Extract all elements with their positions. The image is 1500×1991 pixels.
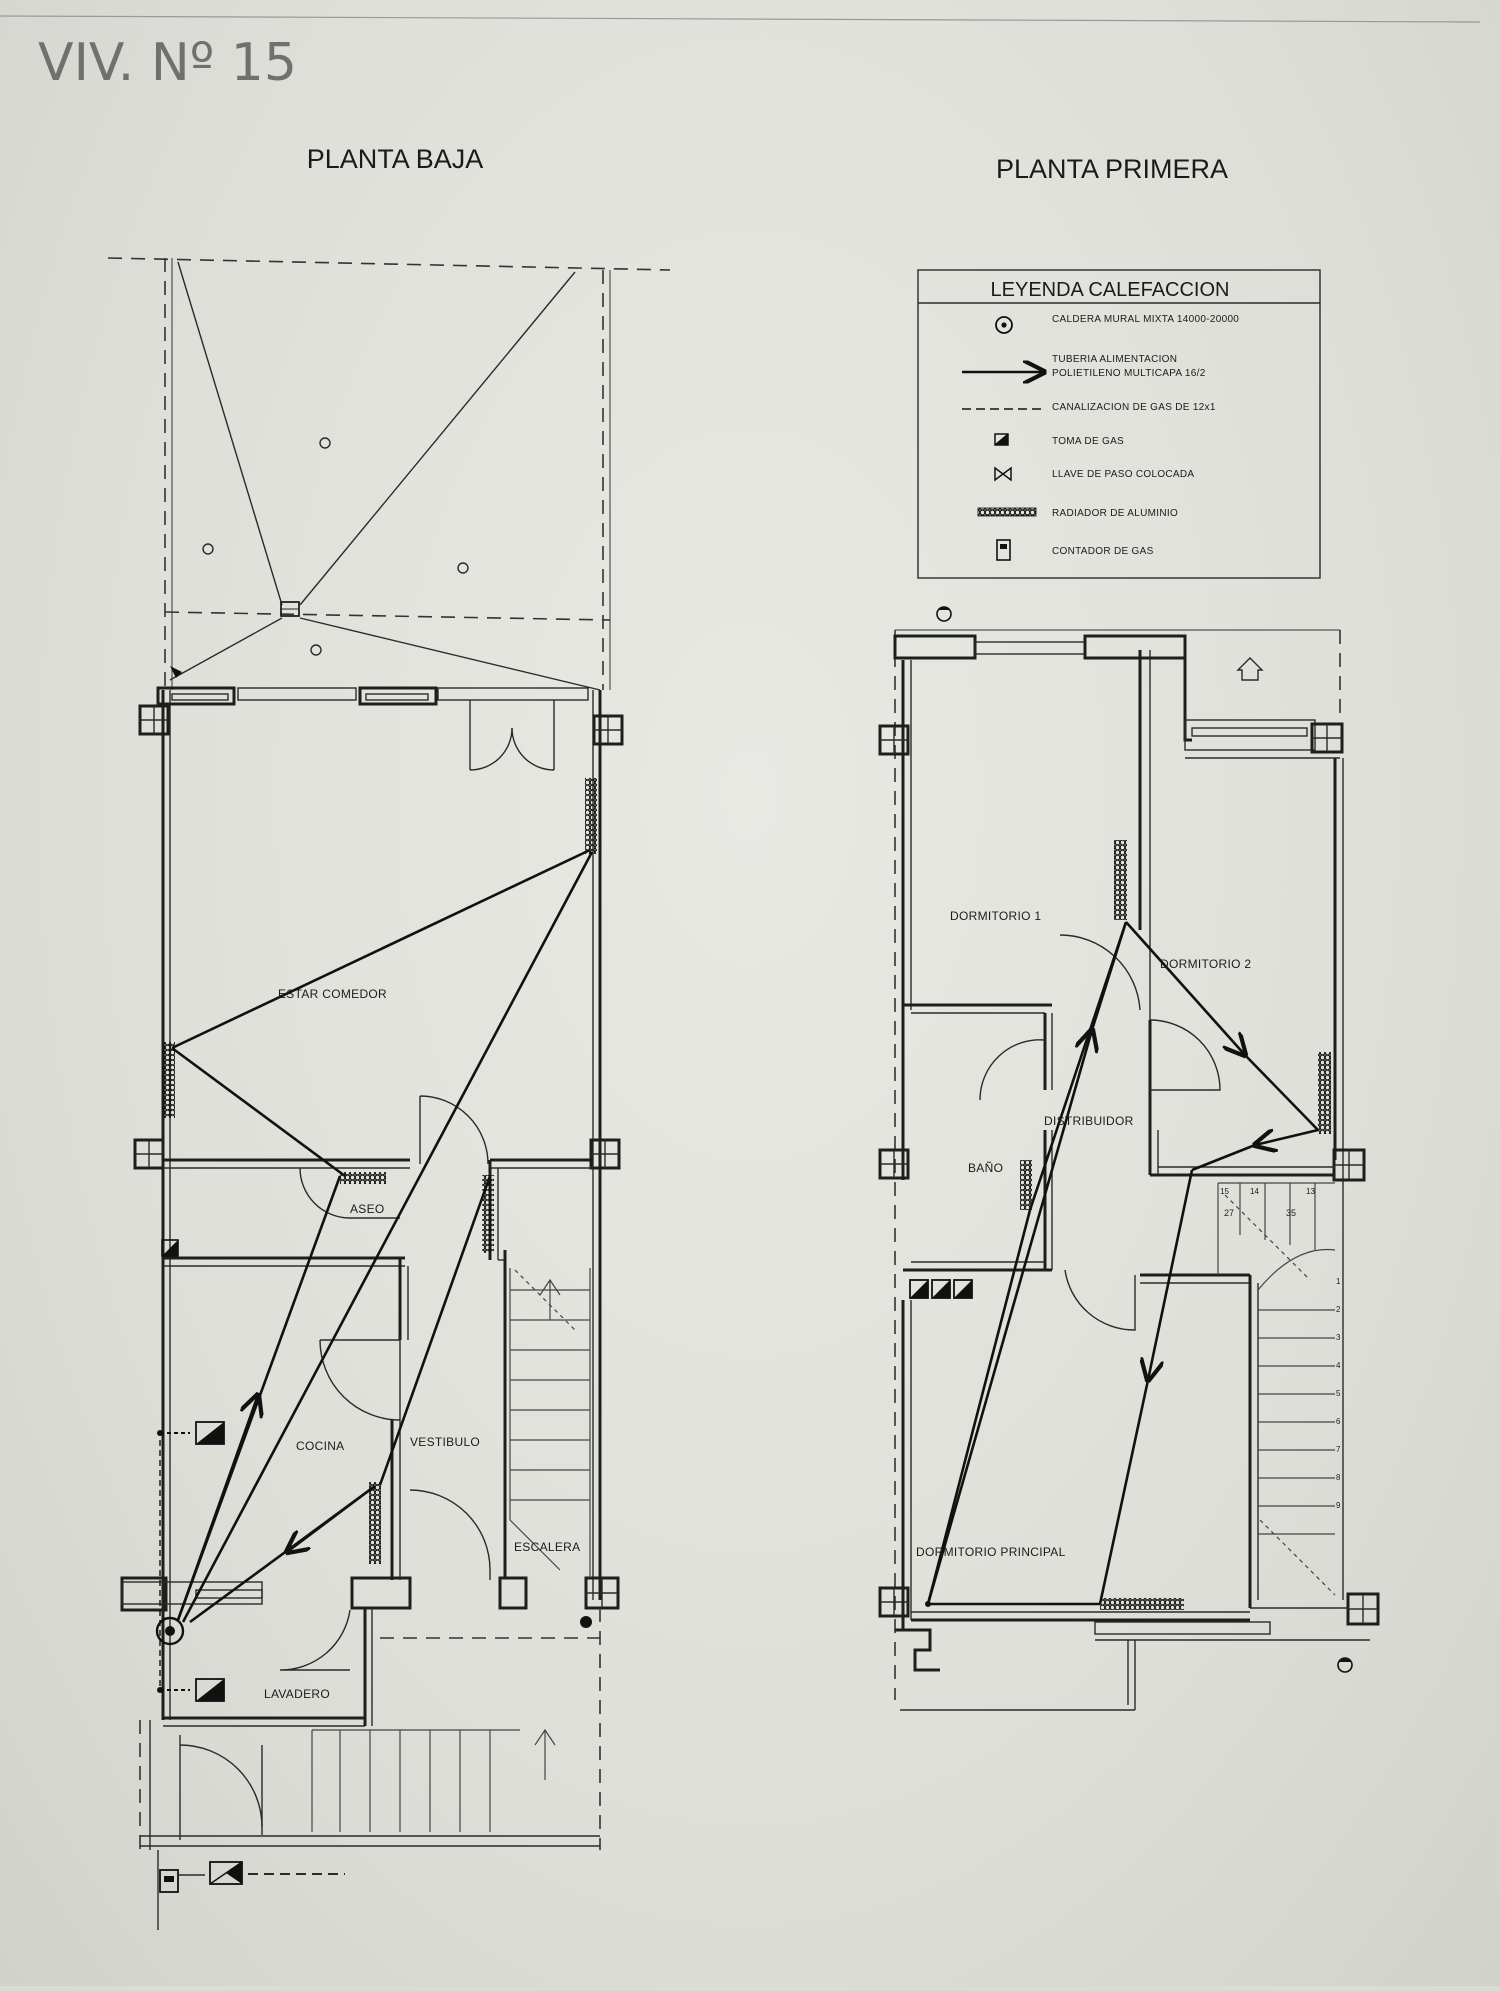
room-vestibulo: VESTIBULO [410, 1435, 480, 1449]
legend-boiler: CALDERA MURAL MIXTA 14000-20000 [1052, 314, 1239, 325]
legend-pipe-2: POLIETILENO MULTICAPA 16/2 [1052, 368, 1206, 379]
room-dormitorio-2: DORMITORIO 2 [1160, 957, 1251, 971]
meter-outlet [209, 1861, 345, 1885]
stair-step-4: 4 [1336, 1361, 1341, 1370]
stair-step-8: 8 [1336, 1473, 1341, 1482]
first-stairs: 15 14 13 27 35 1 2 3 4 5 6 7 8 9 [1217, 1182, 1341, 1596]
ground-floor-title: PLANTA BAJA [307, 144, 484, 174]
legend-gas-outlet: TOMA DE GAS [1052, 436, 1124, 447]
room-bano: BAÑO [968, 1161, 1003, 1175]
patio-door [469, 700, 555, 771]
stair-step-7: 7 [1336, 1445, 1341, 1454]
ground-floor-plan: ESTAR COMEDOR ASEO COCINA VESTIBULO ESCA… [107, 257, 671, 1930]
radiators-ground [163, 778, 597, 1564]
room-lavadero: LAVADERO [264, 1687, 330, 1701]
stair-num-35: 35 [1286, 1208, 1296, 1218]
ground-stairs [509, 1268, 591, 1578]
stair-num-13: 13 [1306, 1187, 1315, 1196]
room-estar-comedor: ESTAR COMEDOR [278, 987, 387, 1001]
heating-pipes-ground [171, 848, 594, 1624]
room-cocina: COCINA [296, 1439, 344, 1453]
valve-icon [994, 466, 1012, 482]
stair-step-5: 5 [1336, 1389, 1341, 1398]
heating-legend: LEYENDA CALEFACCION CALDERA MURAL MIXTA … [917, 269, 1321, 579]
stair-num-15: 15 [1220, 1187, 1229, 1196]
room-aseo: ASEO [350, 1202, 385, 1216]
stair-step-6: 6 [1336, 1417, 1341, 1426]
room-dormitorio-principal: DORMITORIO PRINCIPAL [916, 1545, 1066, 1559]
stair-num-14: 14 [1250, 1187, 1259, 1196]
legend-title: LEYENDA CALEFACCION [991, 279, 1230, 301]
columns-first [878, 722, 1380, 1626]
boiler-ground [155, 1616, 185, 1646]
handwritten-note: VIV. Nº 15 [38, 33, 297, 93]
legend-valve: LLAVE DE PASO COLOCADA [1052, 469, 1194, 480]
legend-pipe-1: TUBERIA ALIMENTACION [1052, 354, 1177, 365]
radiator-icon [977, 507, 1037, 517]
patio-area [107, 257, 671, 691]
gas-meter-icon [996, 539, 1011, 561]
first-floor-plan: 15 14 13 27 35 1 2 3 4 5 6 7 8 9 [878, 606, 1380, 1711]
gas-outlets-first [909, 1279, 973, 1299]
stair-step-2: 2 [1336, 1305, 1341, 1314]
stair-num-27: 27 [1224, 1208, 1234, 1218]
columns-ground [120, 704, 624, 1612]
first-floor-title: PLANTA PRIMERA [996, 154, 1228, 184]
boiler-icon [995, 316, 1013, 334]
gas-outlet-icon [994, 433, 1009, 446]
paper-edge [0, 15, 1481, 23]
legend-gas-meter: CONTADOR DE GAS [1052, 546, 1154, 557]
legend-gas-line: CANALIZACION DE GAS DE 12x1 [1052, 402, 1216, 413]
entry-stairs [311, 1728, 556, 1832]
legend-radiator: RADIADOR DE ALUMINIO [1052, 508, 1178, 519]
stair-step-9: 9 [1336, 1501, 1341, 1510]
stair-step-3: 3 [1336, 1333, 1341, 1342]
room-dormitorio-1: DORMITORIO 1 [950, 909, 1041, 923]
radiators-first [1020, 840, 1331, 1610]
gas-outlets-kitchen [157, 1421, 225, 1702]
stair-step-1: 1 [1336, 1277, 1341, 1286]
room-escalera: ESCALERA [514, 1540, 580, 1554]
room-distribuidor: DISTRIBUIDOR [1044, 1114, 1134, 1128]
heating-pipes-first [925, 921, 1319, 1607]
vent-icon [1236, 657, 1264, 681]
